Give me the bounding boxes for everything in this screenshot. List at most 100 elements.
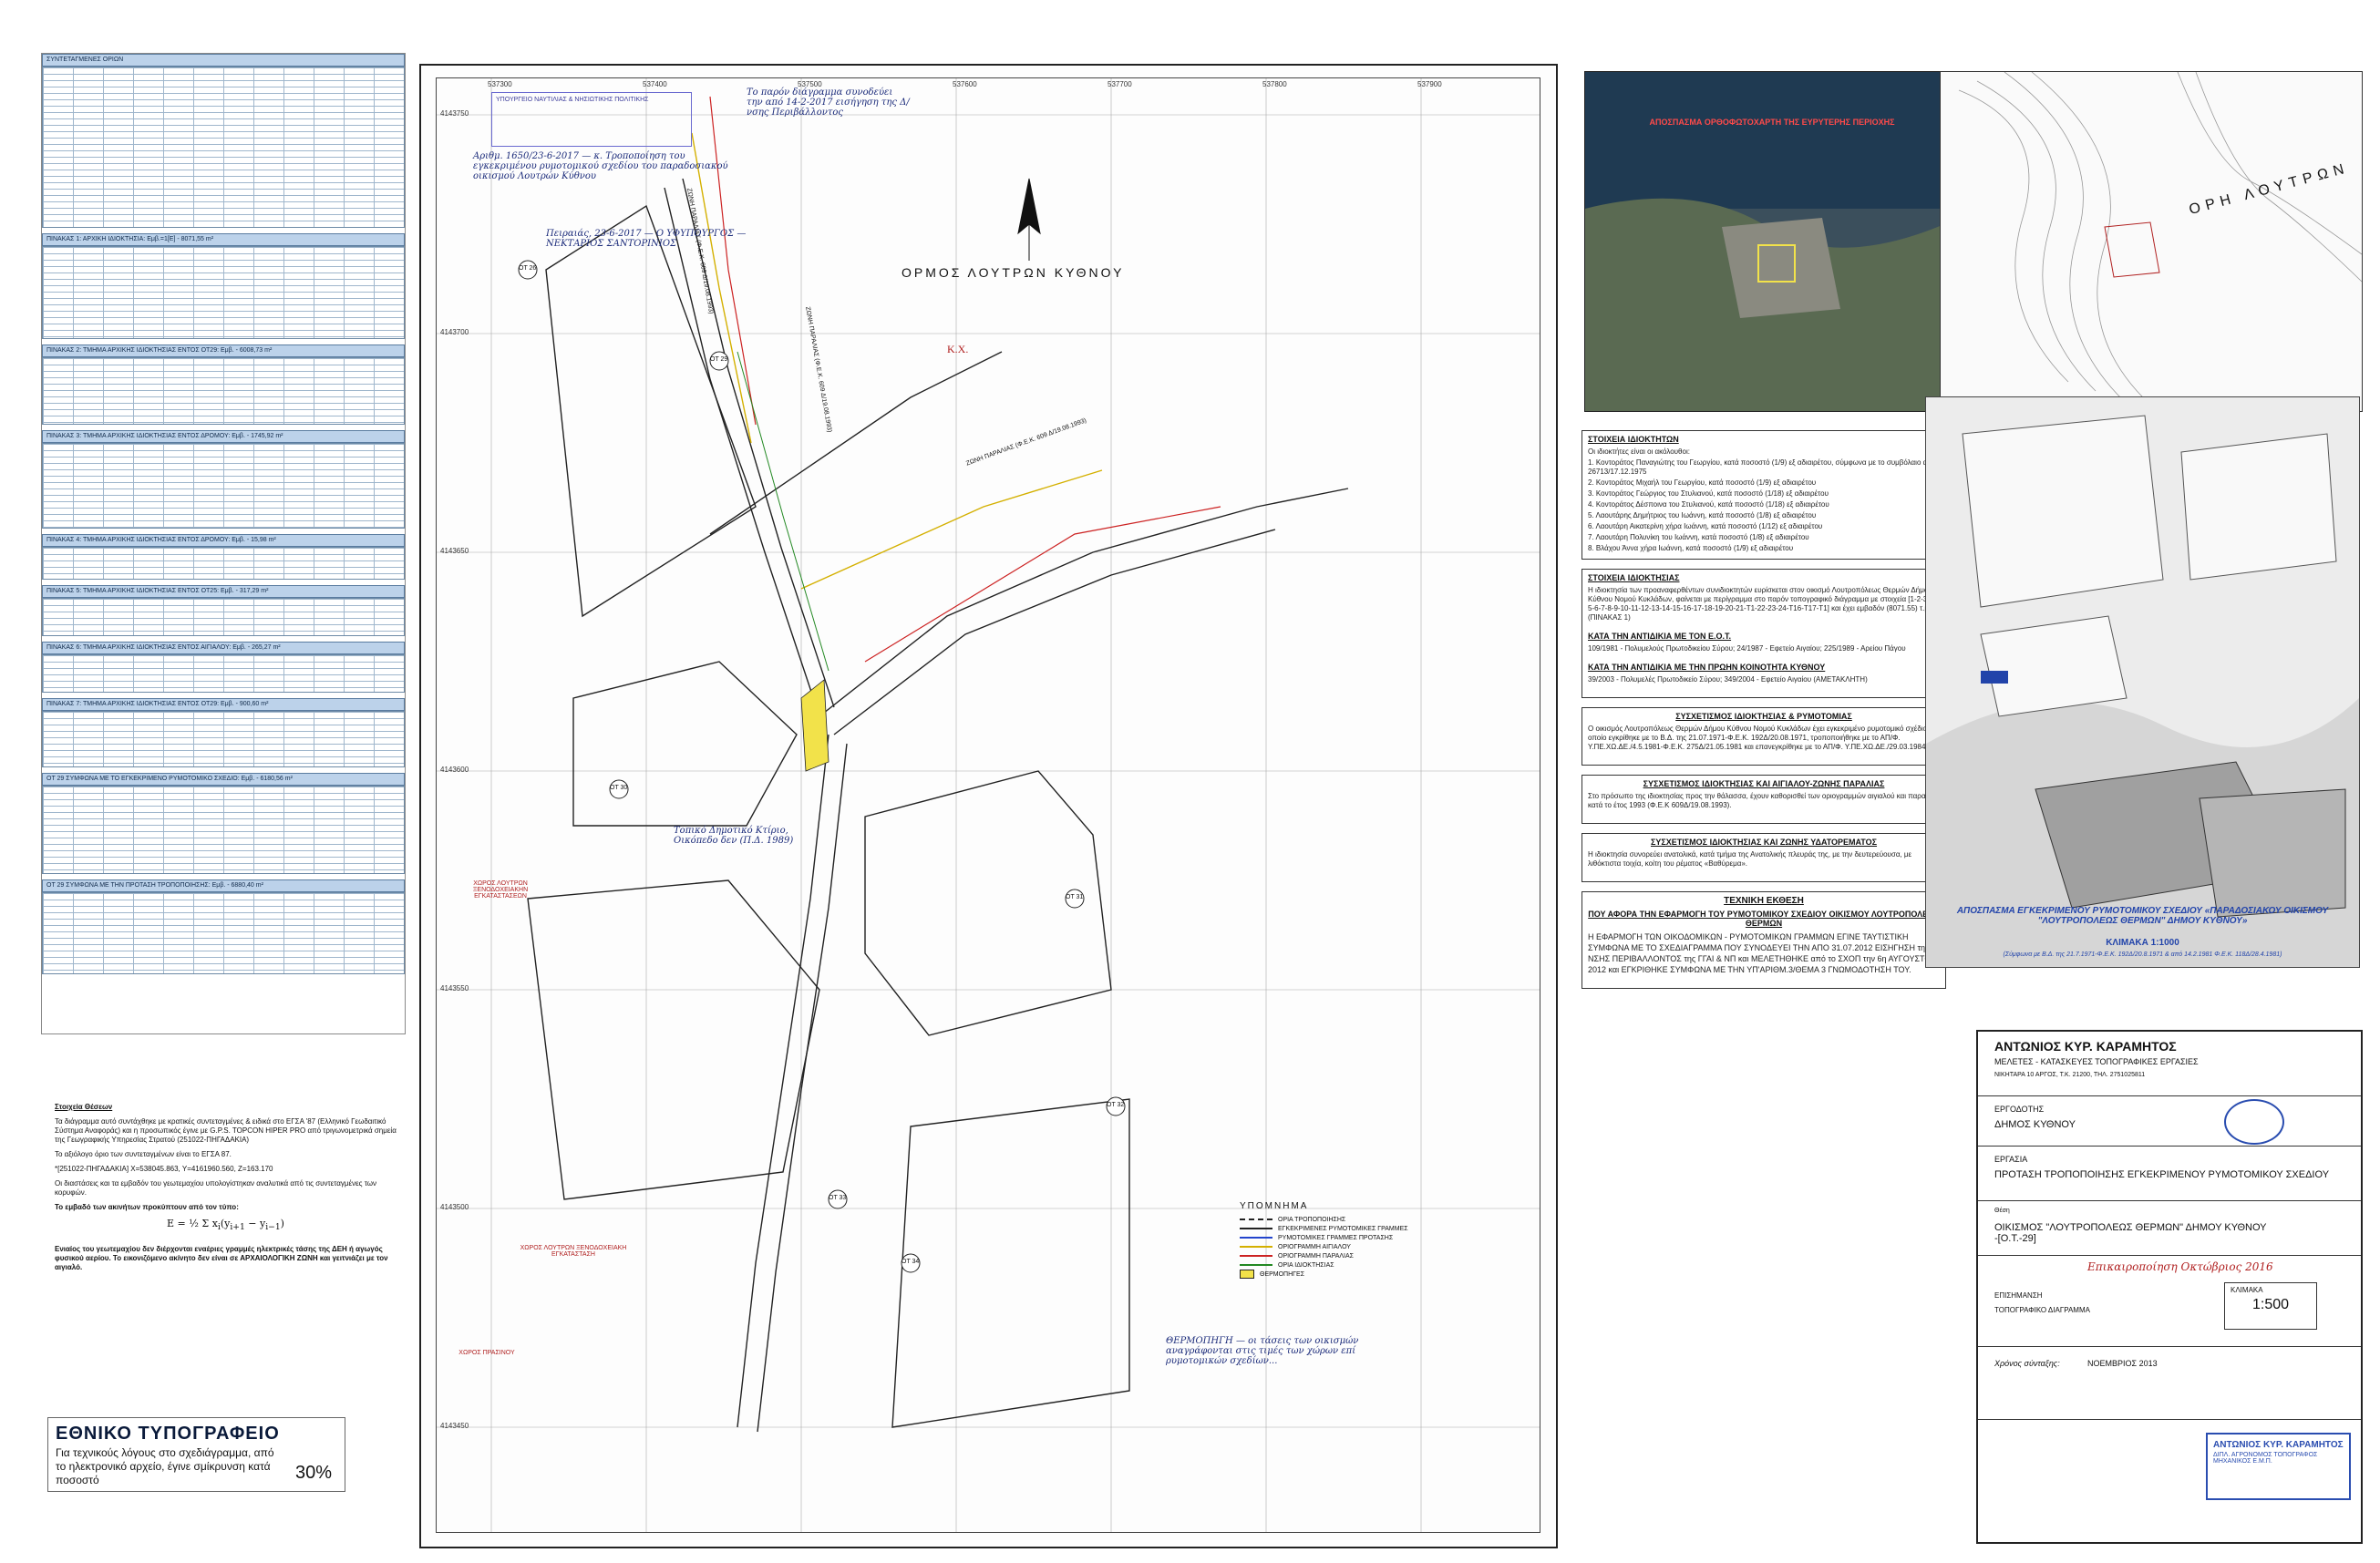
y-coord-6: 4143500 [440,1203,469,1211]
work-label: ΕΡΓΑΣΙΑ [1994,1155,2028,1164]
table-6 [42,654,405,693]
x-coord-1: 537300 [488,80,512,88]
handwritten-note-4: Τοπικό Δημοτικό Κτίριο, Οικόπεδο δεν (Π.… [674,826,794,846]
tech-report-section: ΤΕΧΝΙΚΗ ΕΚΘΕΣΗ ΠΟΥ ΑΦΟΡΑ ΤΗΝ ΕΦΑΡΜΟΓΗ ΤΟ… [1582,891,1946,989]
handwritten-note-3: Πειραιάς, 23-6-2017 — Ο ΥΦΥΠΟΥΡΓΟΣ — ΝΕΚ… [546,229,747,249]
relation-heading: ΣΥΣΧΕΤΙΣΜΟΣ ΙΔΙΟΚΤΗΣΙΑΣ & ΡΥΜΟΤΟΜΙΑΣ [1675,712,1852,721]
community-heading: ΚΑΤΑ ΤΗΝ ΑΝΤΙΔΙΚΙΑ ΜΕ ΤΗΝ ΠΡΩΗΝ ΚΟΙΝΟΤΗΤ… [1588,663,1826,672]
survey-note-1: Τα διάγραμμα αυτό συντάχθηκε με κρατικές… [55,1117,397,1144]
table-3 [42,443,405,529]
block-label-33: ΟΤ 33 [829,1195,847,1201]
survey-note-2: Το αξιόλογο όριο των συντεταγμένων είναι… [55,1150,232,1158]
engineer-stamp: ΑΝΤΩΝΙΟΣ ΚΥΡ. ΚΑΡΑΜΗΤΟΣ ΔΙΠΛ. ΑΓΡΟΝΟΜΟΣ … [2206,1433,2351,1500]
shore-heading: ΣΥΣΧΕΤΙΣΜΟΣ ΙΔΙΟΚΤΗΣΙΑΣ ΚΑΙ ΑΙΓΙΑΛΟΥ-ΖΩΝ… [1643,779,1885,788]
y-coord-2: 4143700 [440,328,469,336]
table-header-7: ΠΙΝΑΚΑΣ 7: ΤΜΗΜΑ ΑΡΧΙΚΗΣ ΙΔΙΟΚΤΗΣΙΑΣ ΕΝΤ… [42,698,405,711]
legend-item: ΟΡΙΑ ΙΔΙΟΚΤΗΣΙΑΣ [1240,1260,1468,1270]
table-9 [42,892,405,974]
engineer-name: ΑΝΤΩΝΙΟΣ ΚΥΡ. ΚΑΡΑΜΗΤΟΣ [1994,1039,2177,1054]
owner-item: 2. Κοντοράτος Μιχαήλ του Γεωργίου, κατά … [1588,478,1817,487]
contour-map [1958,71,2363,406]
area-label-baths-2: ΧΩΡΟΣ ΛΟΥΤΡΩΝ ΞΕΝΟΔΟΧΕΙΑΚΗ ΕΓΚΑΤΑΣΤΑΣΗ [520,1245,627,1258]
survey-note-4: Οι διαστάσεις και τα εμβαδόν του γεωτεμα… [55,1179,377,1197]
owner-item: 6. Λαουτάρη Αικατερίνη χήρα Ιωάννη, κατά… [1588,522,1823,530]
block-label-34: ΟΤ 34 [902,1259,920,1265]
engineer-subtitle: ΜΕΛΕΤΕΣ - ΚΑΤΑΣΚΕΥΕΣ ΤΟΠΟΓΡΑΦΙΚΕΣ ΕΡΓΑΣΙ… [1994,1057,2199,1066]
map-frame [419,64,1558,1548]
tb-date-row: Χρόνος σύνταξης: ΝΟΕΜΒΡΙΟΣ 2013 [1978,1346,2361,1420]
tech-heading: ΤΕΧΝΙΚΗ ΕΚΘΕΣΗ [1724,896,1804,906]
x-coord-5: 537700 [1108,80,1132,88]
y-coord-4: 4143600 [440,766,469,774]
owner-item: 7. Λαουτάρη Πολυνίκη του Ιωάννη, κατά πο… [1588,533,1809,541]
municipality-seal [2224,1099,2284,1145]
table-header-boundary: ΣΥΝΤΕΤΑΓΜΕΝΕΣ ΟΡΙΩΝ [42,54,405,67]
table-header-4: ΠΙΝΑΚΑΣ 4: ΤΜΗΜΑ ΑΡΧΙΚΗΣ ΙΔΙΟΚΤΗΣΙΑΣ ΕΝΤ… [42,534,405,547]
block-label-30: ΟΤ 30 [610,785,628,791]
revision-note: Επικαιροποίηση Οκτώβριος 2016 [2087,1260,2273,1273]
owner-item: 1. Κοντοράτος Παναγιώτης του Γεωργίου, κ… [1588,458,1934,476]
table-8 [42,786,405,874]
approved-plan-footnote: (Σύμφωνα με Β.Δ. της 21.7.1971-Φ.Ε.Κ. 19… [2003,951,2282,958]
technical-text-column: ΣΤΟΙΧΕΙΑ ΙΔΙΟΚΤΗΤΩΝ Οι ιδιοκτήτες είναι … [1582,430,1946,1537]
survey-note-6: Ενιαίος του γεωτεμαχίου δεν διέρχονται ε… [55,1245,388,1272]
owner-item: 8. Βλάχου Άννα χήρα Ιωάννη, κατά ποσοστό… [1588,544,1794,552]
table-4 [42,547,405,580]
x-coord-2: 537400 [643,80,667,88]
ownership-heading: ΣΤΟΙΧΕΙΑ ΙΔΙΟΚΤΗΤΩΝ [1588,435,1679,444]
owner-item: 3. Κοντοράτος Γεώργιος του Στυλιανού, κα… [1588,489,1829,498]
eot-cases: 109/1981 - Πολυμελούς Πρωτοδικείου Σύρου… [1588,644,1906,653]
block-label-29: ΟΤ 29 [710,356,728,363]
engineer-address: ΝΙΚΗΤΑΡΑ 10 ΑΡΓΟΣ, Τ.Κ. 21200, ΤΗΛ. 2751… [1994,1072,2146,1078]
handwritten-note-1: Το παρόν διάγραμμα συνοδεύει την από 14-… [747,87,910,118]
coordinate-tables-column: ΣΥΝΤΕΤΑΓΜΕΝΕΣ ΟΡΙΩΝ ΠΙΝΑΚΑΣ 1: ΑΡΧΙΚΗ ΙΔ… [41,53,406,1034]
approved-plan-title: ΑΠΟΣΠΑΣΜΑ ΕΓΚΕΚΡΙΜΕΝΟΥ ΡΥΜΟΤΟΜΙΚΟΥ ΣΧΕΔΙ… [1956,906,2329,926]
tb-location-row: Θέση ΟΙΚΙΣΜΟΣ "ΛΟΥΤΡΟΠΟΛΕΩΣ ΘΕΡΜΩΝ" ΔΗΜΟ… [1978,1200,2361,1256]
owners-intro: Οι ιδιοκτήτες είναι οι ακόλουθοι: [1588,447,1690,456]
scale-value: 1:500 [2251,1297,2290,1312]
table-header-1: ΠΙΝΑΚΑΣ 1: ΑΡΧΙΚΗ ΙΔΙΟΚΤΗΣΙΑ: Εμβ.=1[Ε] … [42,233,405,246]
tb-engineer-row: ΑΝΤΩΝΙΟΣ ΚΥΡ. ΚΑΡΑΜΗΤΟΣ ΜΕΛΕΤΕΣ - ΚΑΤΑΣΚ… [1978,1032,2361,1096]
legend-item: ΟΡΙΟΓΡΑΜΜΗ ΠΑΡΑΛΙΑΣ [1240,1251,1468,1260]
shore-text: Στο πρόσωπο της ιδιοκτησίας προς την θάλ… [1588,792,1939,809]
scale-label: ΚΛΙΜΑΚΑ [2231,1286,2263,1294]
stamp-title: ΕΘΝΙΚΟ ΤΥΠΟΓΡΑΦΕΙΟ [56,1424,280,1444]
survey-note-3: *[251022-ΠΗΓΑΔΑΚΙΑ] X=538045.863, Y=4161… [55,1165,273,1173]
shore-section: ΣΥΣΧΕΤΙΣΜΟΣ ΙΔΙΟΚΤΗΣΙΑΣ ΚΑΙ ΑΙΓΙΑΛΟΥ-ΖΩΝ… [1582,775,1946,824]
y-coord-7: 4143450 [440,1422,469,1430]
satellite-excerpt: ΑΠΟΣΠΑΣΜΑ ΟΡΘΟΦΩΤΟΧΑΡΤΗ ΤΗΣ ΕΥΡΥΤΕΡΗΣ ΠΕ… [1584,71,1960,412]
tech-text: Η ΕΦΑΡΜΟΓΗ ΤΩΝ ΟΙΚΟΔΟΜΙΚΩΝ - ΡΥΜΟΤΟΜΙΚΩΝ… [1588,932,1939,974]
water-section: ΣΥΣΧΕΤΙΣΜΟΣ ΙΔΙΟΚΤΗΣΙΑΣ ΚΑΙ ΖΩΝΗΣ ΥΔΑΤΟΡ… [1582,833,1946,882]
table-2 [42,357,405,425]
block-label-32: ΟΤ 32 [1107,1102,1125,1108]
legend-item: ΟΡΙΟΓΡΑΜΜΗ ΑΙΓΙΑΛΟΥ [1240,1242,1468,1251]
approved-plan-excerpt: ΑΠΟΣΠΑΣΜΑ ΕΓΚΕΚΡΙΜΕΝΟΥ ΡΥΜΟΤΟΜΙΚΟΥ ΣΧΕΔΙ… [1925,396,2360,968]
approved-plan-scale: ΚΛΙΜΑΚΑ 1:1000 [2106,938,2179,948]
property-section: ΣΤΟΙΧΕΙΑ ΙΔΙΟΚΤΗΣΙΑΣ Η ιδιοκτησία των πρ… [1582,569,1946,698]
drawing-label: ΕΠΙΣΗΜΑΝΣΗ [1994,1291,2043,1300]
location-label: Θέση [1994,1208,2010,1214]
relation-section: ΣΥΣΧΕΤΙΣΜΟΣ ΙΔΙΟΚΤΗΣΙΑΣ & ΡΥΜΟΤΟΜΙΑΣ Ο ο… [1582,707,1946,766]
title-block: ΑΝΤΩΝΙΟΣ ΚΥΡ. ΚΑΡΑΜΗΤΟΣ ΜΕΛΕΤΕΣ - ΚΑΤΑΣΚ… [1976,1030,2363,1544]
tech-subheading: ΠΟΥ ΑΦΟΡΑ ΤΗΝ ΕΦΑΡΜΟΓΗ ΤΟΥ ΡΥΜΟΤΟΜΙΚΟΥ Σ… [1588,910,1940,928]
table-header-2: ΠΙΝΑΚΑΣ 2: ΤΜΗΜΑ ΑΡΧΙΚΗΣ ΙΔΙΟΚΤΗΣΙΑΣ ΕΝΤ… [42,344,405,357]
handwritten-note-5: ΘΕΡΜΟΠΗΓΗ — οι τάσεις των οικισμών αναγρ… [1166,1336,1359,1366]
block-label-31: ΟΤ 31 [1066,894,1084,900]
legend-item: ΘΕΡΜΟΠΗΓΕΣ [1240,1270,1468,1279]
table-header-6: ΠΙΝΑΚΑΣ 6: ΤΜΗΜΑ ΑΡΧΙΚΗΣ ΙΔΙΟΚΤΗΣΙΑΣ ΕΝΤ… [42,642,405,654]
area-label-baths-1: ΧΩΡΟΣ ΛΟΥΤΡΩΝ ΞΕΝΟΔΟΧΕΙΑΚΗΝ ΕΓΚΑΤΑΣΤΑΣΕΩ… [472,880,529,900]
map-legend: ΥΠΟΜΝΗΜΑ ΟΡΙΑ ΤΡΟΠΟΠΟΙΗΣΗΣ ΕΓΚΕΚΡΙΜΕΝΕΣ … [1240,1201,1468,1320]
survey-notes: Στοιχεία Θέσεων Τα διάγραμμα αυτό συντάχ… [55,1103,397,1394]
area-label-green: ΧΩΡΟΣ ΠΡΑΣΙΝΟΥ [458,1350,515,1356]
community-cases: 39/2003 - Πολυμελές Πρωτοδικείο Σύρου; 3… [1588,675,1868,684]
date-label: Χρόνος σύνταξης: [1994,1359,2060,1368]
legend-item: ΟΡΙΑ ΤΡΟΠΟΠΟΙΗΣΗΣ [1240,1215,1468,1224]
location-value: ΟΙΚΙΣΜΟΣ "ΛΟΥΤΡΟΠΟΛΕΩΣ ΘΕΡΜΩΝ" ΔΗΜΟΥ ΚΥΘ… [1994,1222,2267,1244]
tb-drawing-row: Επικαιροποίηση Οκτώβριος 2016 ΕΠΙΣΗΜΑΝΣΗ… [1978,1255,2361,1347]
y-coord-5: 4143550 [440,984,469,992]
handwritten-note-2: Αριθμ. 1650/23-6-2017 — κ. Τροποποίηση τ… [473,151,728,181]
x-coord-7: 537900 [1417,80,1442,88]
table-5 [42,598,405,636]
x-coord-6: 537800 [1262,80,1287,88]
table-header-5: ΠΙΝΑΚΑΣ 5: ΤΜΗΜΑ ΑΡΧΙΚΗΣ ΙΔΙΟΚΤΗΣΙΑΣ ΕΝΤ… [42,585,405,598]
